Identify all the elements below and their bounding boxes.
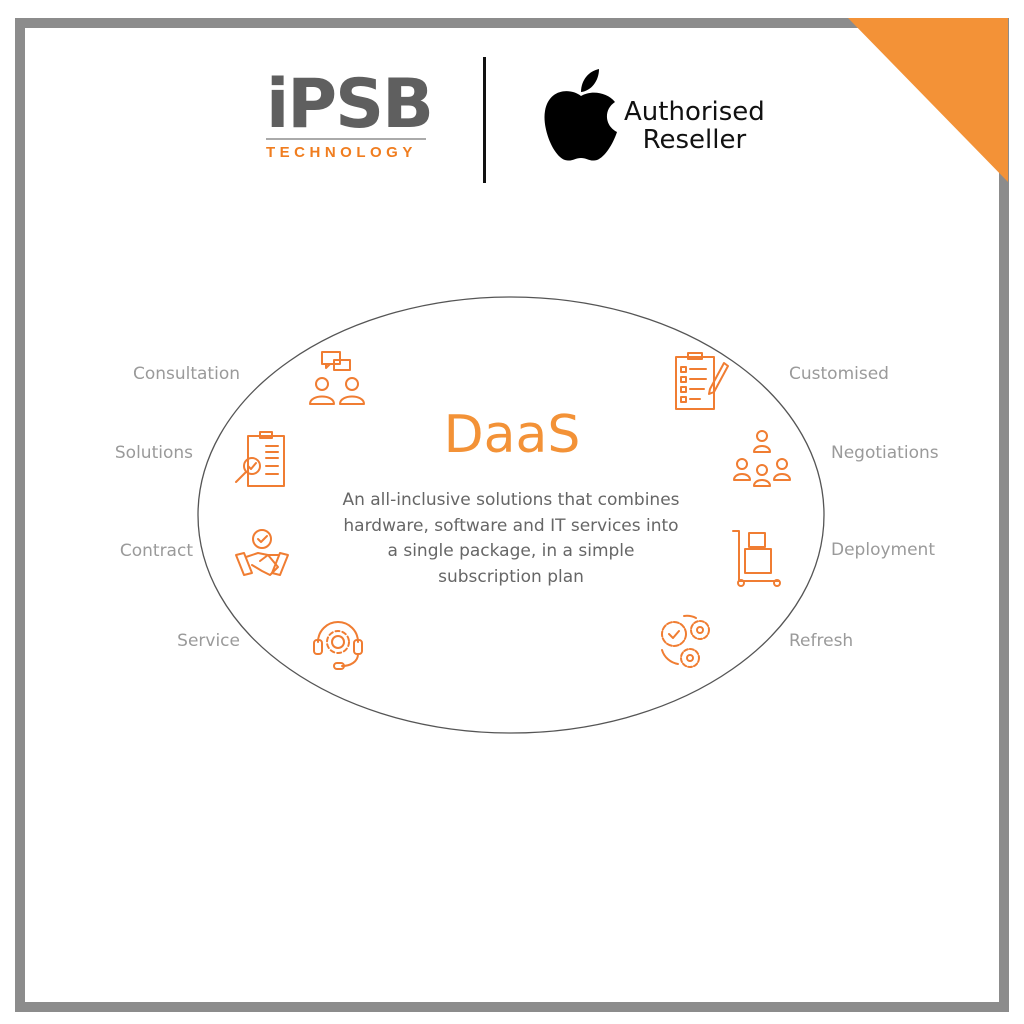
label-deployment: Deployment <box>831 540 935 560</box>
authorised-reseller-text: Authorised Reseller <box>624 98 765 154</box>
ipsb-logo-word: iPSB <box>266 65 434 144</box>
consultation-icon <box>306 346 370 410</box>
label-service: Service <box>177 631 240 651</box>
page-frame <box>15 18 1009 1012</box>
headset-icon <box>306 608 370 672</box>
ipsb-logo-tagline: TECHNOLOGY <box>266 144 417 161</box>
checklist-pencil-icon <box>668 349 732 413</box>
daas-ellipse <box>197 296 825 734</box>
label-refresh: Refresh <box>789 631 854 651</box>
label-solutions: Solutions <box>114 443 193 463</box>
daas-description: An all-inclusive solutions that combines… <box>342 490 680 587</box>
label-customised: Customised <box>789 364 889 384</box>
apple-logo-icon <box>544 69 617 161</box>
label-contract: Contract <box>119 541 193 561</box>
logo-rule <box>266 138 426 140</box>
hand-truck-icon <box>725 525 789 589</box>
reseller-line-2: Reseller <box>642 125 747 155</box>
daas-title: DaaS <box>443 405 581 465</box>
handshake-icon <box>230 523 294 587</box>
label-negotiations: Negotiations <box>831 443 939 463</box>
team-icon <box>730 426 794 490</box>
gears-icon <box>654 608 718 672</box>
clipboard-search-icon <box>230 428 294 492</box>
reseller-line-1: Authorised <box>624 97 765 127</box>
logo-divider <box>483 57 486 183</box>
label-consultation: Consultation <box>132 364 240 384</box>
ipsb-logo: iPSB TECHNOLOGY <box>266 65 434 161</box>
